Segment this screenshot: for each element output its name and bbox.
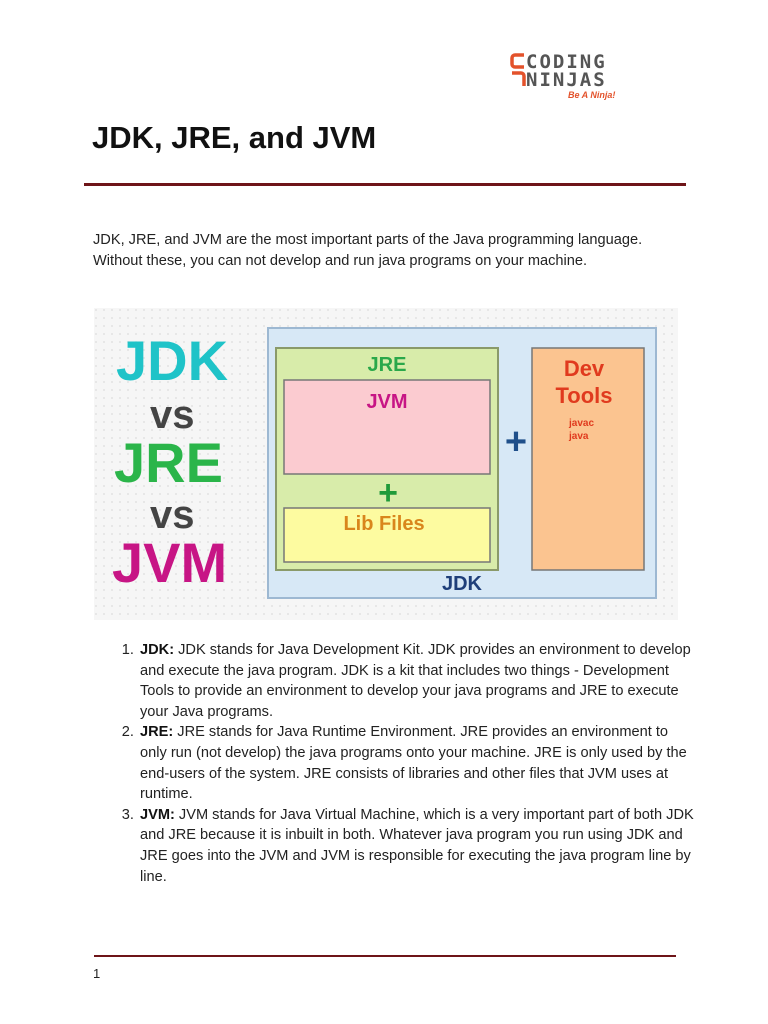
left-word-jvm: JVM <box>112 531 227 594</box>
list-item-jdk: JDK: JDK stands for Java Development Kit… <box>138 640 698 722</box>
title-divider <box>84 183 686 186</box>
inner-plus-icon: + <box>378 474 398 512</box>
list-term: JRE: <box>140 724 174 741</box>
dev-tools-label-1: Dev <box>564 356 605 381</box>
logo-tagline: Be A Ninja! <box>568 90 616 100</box>
dev-tools-label-2: Tools <box>555 383 612 408</box>
page-title: JDK, JRE, and JVM <box>92 120 377 155</box>
dev-tool-java: java <box>568 431 589 442</box>
left-word-vs-1: vs <box>150 393 195 437</box>
outer-plus-icon: + <box>505 421 527 463</box>
definitions-list: JDK: JDK stands for Java Development Kit… <box>110 640 698 887</box>
list-text: JVM stands for Java Virtual Machine, whi… <box>140 806 694 885</box>
list-term: JVM: <box>140 806 175 823</box>
footer-divider <box>94 955 676 957</box>
list-term: JDK: <box>140 642 175 658</box>
lib-files-label: Lib Files <box>343 513 424 535</box>
jvm-box <box>283 379 491 475</box>
jdk-label: JDK <box>442 573 483 595</box>
jdk-jre-jvm-diagram: JDK vs JRE vs JVM JRE JVM + Lib Files + … <box>94 308 678 620</box>
jre-label: JRE <box>368 354 407 376</box>
dev-tool-javac: javac <box>568 418 594 429</box>
left-word-jre: JRE <box>114 431 223 494</box>
list-text: JDK stands for Java Development Kit. JDK… <box>140 642 691 720</box>
left-word-vs-2: vs <box>150 493 195 537</box>
coding-ninjas-logo: CODING NINJAS Be A Ninja! <box>510 50 640 106</box>
list-item-jre: JRE: JRE stands for Java Runtime Environ… <box>138 722 698 804</box>
dev-tools-box <box>531 347 645 571</box>
lib-files-box <box>283 507 491 563</box>
left-word-jdk: JDK <box>116 329 228 392</box>
list-item-jvm: JVM: JVM stands for Java Virtual Machine… <box>138 805 698 887</box>
logo-line-coding: CODING <box>526 51 607 73</box>
page-number: 1 <box>93 966 101 981</box>
ninja-logo-icon <box>510 53 526 86</box>
list-text: JRE stands for Java Runtime Environment.… <box>140 724 687 803</box>
logo-line-ninjas: NINJAS <box>526 69 607 91</box>
intro-paragraph: JDK, JRE, and JVM are the most important… <box>93 232 643 269</box>
jvm-label: JVM <box>366 391 407 413</box>
